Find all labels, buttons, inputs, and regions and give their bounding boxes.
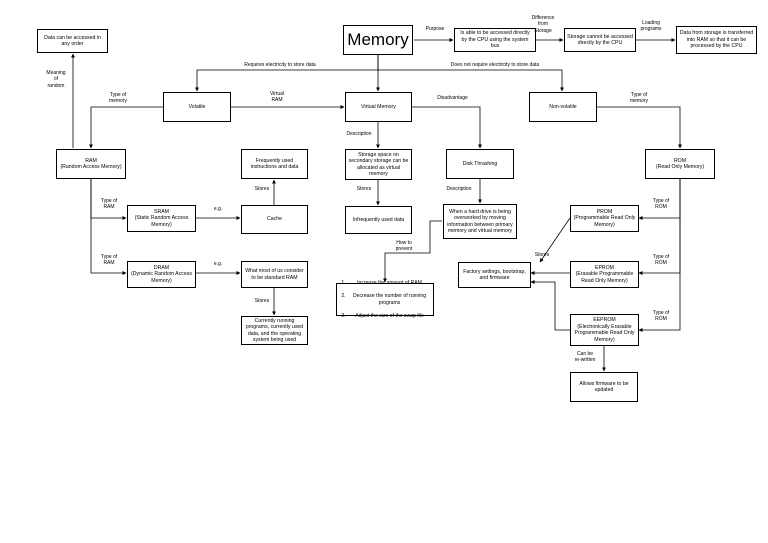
virtual-memory-node: Virtual Memory: [345, 92, 412, 122]
dram-stores-node: Currently running programs, currently us…: [241, 316, 308, 345]
frequently-used-node: Frequently used instructions and data: [241, 149, 308, 179]
prevent-steps-list: Increase the amount of RAM Decrease the …: [339, 273, 431, 326]
label-no-electricity: Does not require electricity to store da…: [450, 62, 540, 68]
eeprom-node: EEPROM (Electronically Erasable Programm…: [570, 314, 639, 346]
label-disadvantage: Disadvantage: [437, 95, 468, 101]
random-access-node: Data can be accessed in any order: [37, 29, 108, 53]
storage-difference-node: Storage cannot be accessed directly by t…: [564, 28, 636, 52]
label-loading-programs: Loading programs: [640, 20, 662, 33]
thrashing-description-node: When a hard drive is being overworked by…: [443, 204, 517, 239]
loading-programs-node: Data from storage is transferred into RA…: [676, 26, 757, 54]
non-volatile-node: Non-volatile: [529, 92, 597, 122]
factory-settings-node: Factory settings, bootstrap, and firmwar…: [458, 262, 531, 288]
label-virtual-ram: Virtual RAM: [269, 91, 285, 104]
label-description-vm: Description: [346, 131, 372, 137]
firmware-update-node: Allows firmware to be updated: [570, 372, 638, 402]
label-how-to-prevent: How to prevent: [395, 240, 413, 253]
sram-node: SRAM (Static Random Access Memory): [127, 205, 196, 232]
label-type-ram-dram: Type of RAM: [100, 254, 118, 267]
prevent-step: Increase the amount of RAM: [347, 280, 431, 287]
label-type-ram-sram: Type of RAM: [100, 198, 118, 211]
prevent-thrashing-node: Increase the amount of RAM Decrease the …: [336, 280, 434, 319]
label-stores-dram: Stores: [254, 298, 270, 304]
label-type-rom-prom: Type of ROM: [652, 198, 670, 211]
prom-node: PROM (Programmable Read Only Memory): [570, 205, 639, 232]
label-type-rom-eprom: Type of ROM: [652, 254, 670, 267]
cache-node: Cache: [241, 205, 308, 234]
eprom-node: EPROM (Erasable Programmable Read Only M…: [570, 261, 639, 288]
label-eg-dram: e.g.: [213, 261, 223, 267]
label-stores-vm: Stores: [356, 186, 372, 192]
prevent-step: Decrease the number of running programs: [347, 293, 431, 306]
label-type-rom-eeprom: Type of ROM: [652, 310, 670, 323]
label-meaning-random: Meaning of random: [46, 70, 66, 89]
label-difference-storage: Difference from Storage: [531, 15, 555, 34]
infrequently-used-node: Infrequently used data: [345, 206, 412, 234]
label-type-memory-left: Type of memory: [108, 92, 128, 105]
dram-node: DRAM (Dynamic Random Access Memory): [127, 261, 196, 288]
ram-node: RAM (Random Access Memory): [56, 149, 126, 179]
label-eg-sram: e.g.: [213, 206, 223, 212]
label-stores-cache: Stores: [254, 186, 270, 192]
purpose-node: Is able to be accessed directly by the C…: [454, 28, 536, 52]
vm-storage-node: Storage space on secondary storage can b…: [345, 149, 412, 180]
prevent-step: Adjust the size of the swap file: [347, 313, 431, 320]
rom-node: ROM (Read Only Memory): [645, 149, 715, 179]
label-description-thrashing: Description: [446, 186, 472, 192]
label-type-memory-right: Type of memory: [629, 92, 649, 105]
volatile-node: Volatile: [163, 92, 231, 122]
label-stores-rom: Stores: [534, 252, 550, 258]
disk-thrashing-node: Disk Thrashing: [446, 149, 514, 179]
label-requires-electricity: Requires electricity to store data: [244, 62, 316, 68]
label-can-be-rewritten: Can be re-written: [574, 351, 596, 364]
label-purpose: Purpose: [425, 26, 445, 32]
memory-node: Memory: [343, 25, 413, 55]
standard-ram-node: What most of us consider to be standard …: [241, 261, 308, 288]
